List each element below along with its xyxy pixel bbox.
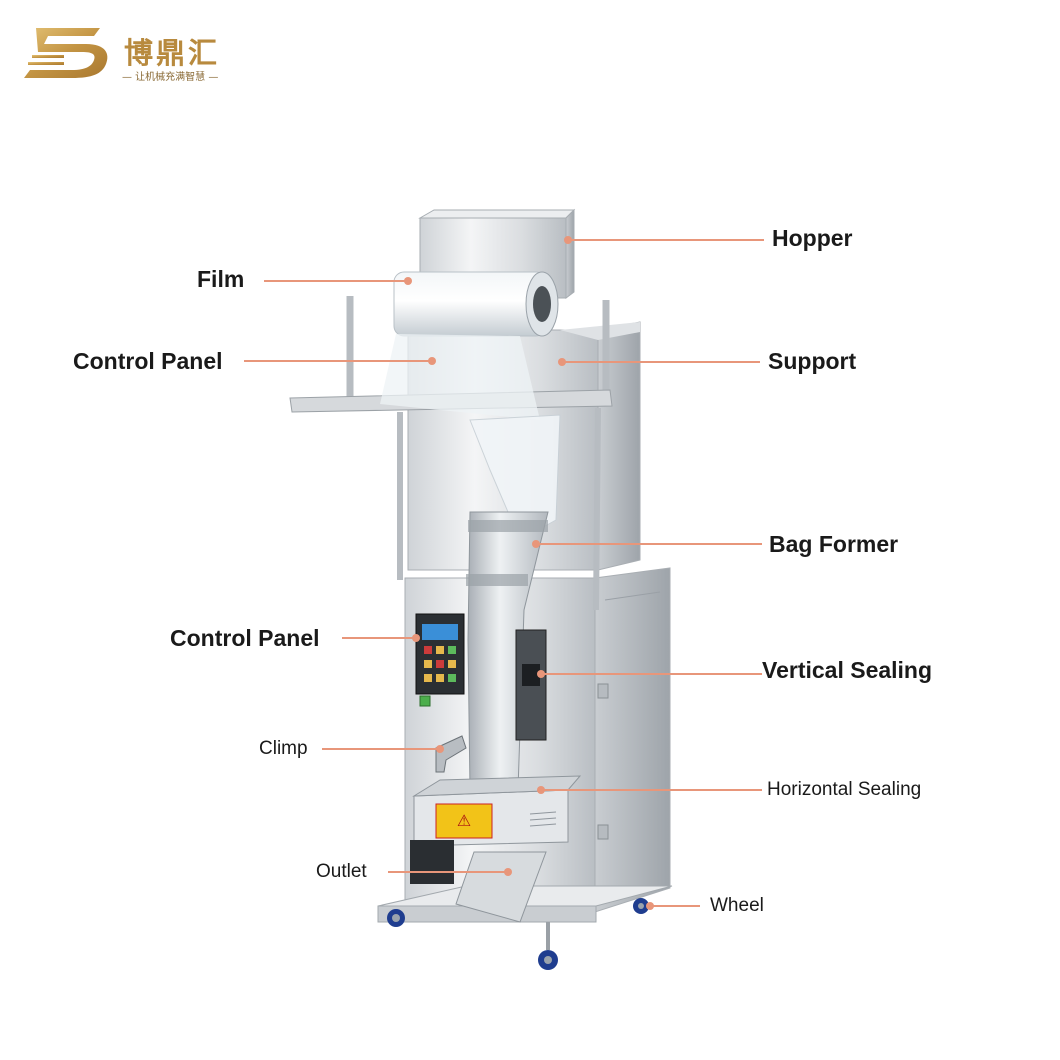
brand-name: 博鼎汇 — [124, 36, 221, 70]
control-panel-module — [415, 613, 465, 707]
label-horizontal-sealing: Horizontal Sealing — [767, 779, 922, 800]
label-film: Film — [197, 266, 245, 292]
logo-mark-icon — [24, 28, 108, 78]
label-control-panel-top: Control Panel — [73, 348, 223, 374]
label-hopper: Hopper — [772, 225, 853, 251]
brand-logo: 博鼎汇 — 让机械充满智慧 — — [22, 24, 218, 84]
outlet-chute — [410, 840, 547, 923]
label-wheel: Wheel — [710, 895, 764, 916]
brand-slogan: — 让机械充满智慧 — — [122, 72, 219, 83]
label-climp: Climp — [259, 738, 308, 759]
vertical-sealing-unit — [515, 629, 547, 741]
horizontal-sealing-box: ⚠ — [412, 775, 582, 847]
label-vertical-sealing: Vertical Sealing — [762, 657, 933, 683]
leader-lines — [244, 236, 764, 910]
wheels — [387, 898, 649, 970]
clamp — [435, 735, 467, 773]
bag-former-tube — [466, 511, 549, 791]
label-control-panel: Control Panel — [170, 625, 320, 651]
warning-triangle-icon: ⚠ — [457, 811, 471, 830]
label-bag-former: Bag Former — [769, 531, 899, 557]
label-outlet: Outlet — [316, 861, 367, 882]
label-support: Support — [768, 348, 857, 374]
film-roll — [380, 271, 559, 420]
